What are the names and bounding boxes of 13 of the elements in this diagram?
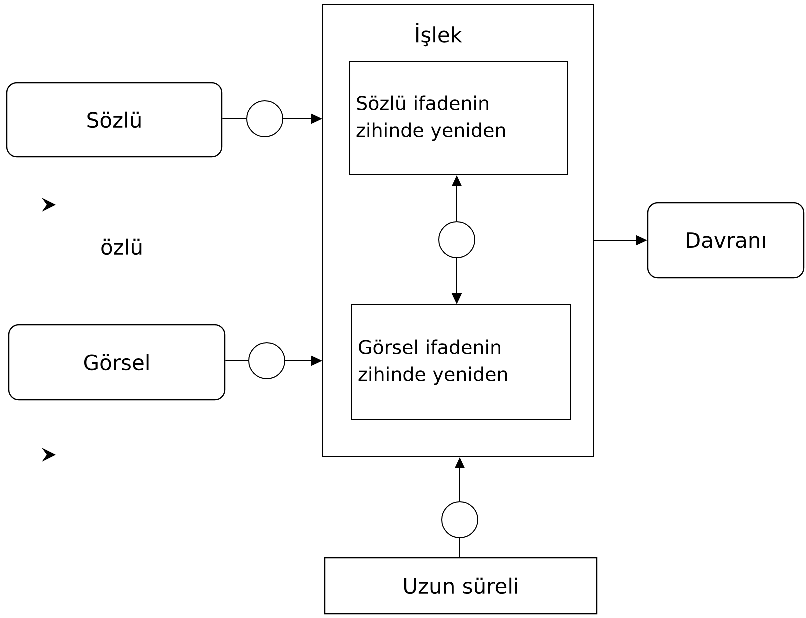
circle-node (246, 100, 284, 138)
rounded-box: Sözlü (6, 82, 223, 158)
rounded-box: Davranı (647, 202, 805, 279)
process-box: Sözlü ifadenin zihinde yeniden (350, 62, 568, 176)
process-box: Görsel ifadenin zihinde yeniden (352, 304, 572, 420)
process-box: Uzun süreli (324, 557, 598, 615)
connector-line (222, 118, 247, 120)
rounded-box: Görsel (8, 324, 226, 401)
text-label: özlü (102, 238, 142, 256)
circle-node (248, 342, 286, 380)
circle-node (442, 501, 478, 538)
connector-line (225, 360, 249, 362)
circle-node (438, 222, 476, 258)
